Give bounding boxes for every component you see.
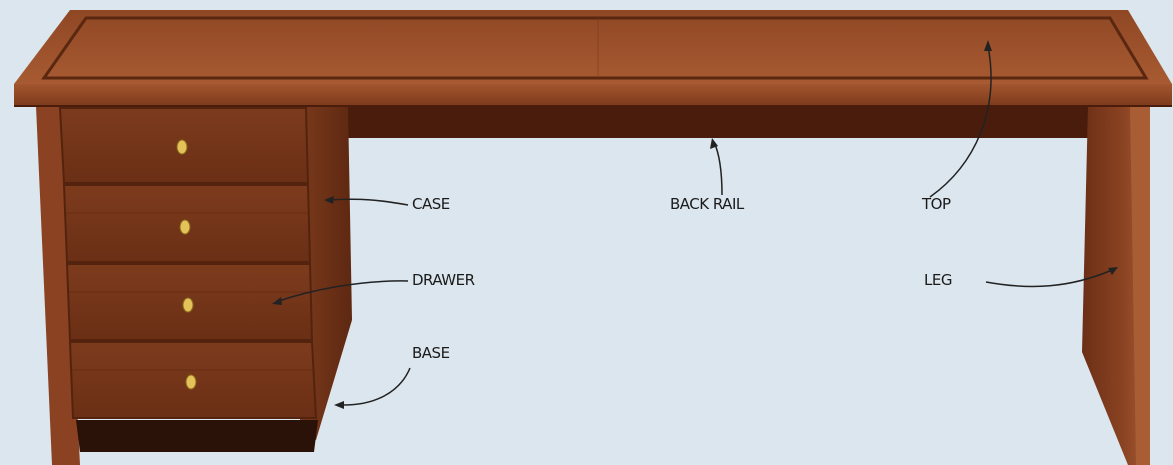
label-back-rail: BACK RAIL [670, 195, 744, 213]
base [76, 420, 318, 452]
case-leader [329, 198, 409, 206]
drawer-knob [182, 297, 194, 313]
leg-arrowhead [1108, 267, 1118, 275]
right-leg-edge [1130, 106, 1150, 465]
top-surface [14, 10, 1172, 84]
drawer-knob [176, 139, 188, 155]
base-leader [339, 367, 411, 406]
top-edge [14, 84, 1172, 106]
label-top: TOP [922, 195, 951, 213]
label-leg: LEG [924, 271, 952, 289]
desk-top [14, 10, 1172, 107]
drawer-knobs [176, 139, 197, 390]
back-rail-arrowhead [710, 138, 718, 149]
drawer-stack [58, 107, 318, 419]
top-arrowhead [984, 40, 992, 51]
label-case: CASE [412, 195, 450, 213]
label-base: BASE [412, 344, 450, 362]
drawer-knob [185, 374, 197, 390]
case-front-edge [36, 106, 80, 465]
drawer-leader [275, 280, 409, 303]
top-leader [929, 45, 992, 198]
back-rail [340, 106, 1100, 138]
leg-leader [985, 269, 1113, 288]
leader-arrowheads [272, 40, 1118, 409]
base-arrowhead [334, 401, 344, 409]
label-drawer: DRAWER [412, 271, 475, 289]
drawer-arrowhead [272, 297, 282, 305]
back-rail-leader [713, 141, 723, 196]
top-inlay [41, 16, 1149, 80]
drawer-knob [179, 219, 191, 235]
case-arrowhead [324, 196, 334, 204]
